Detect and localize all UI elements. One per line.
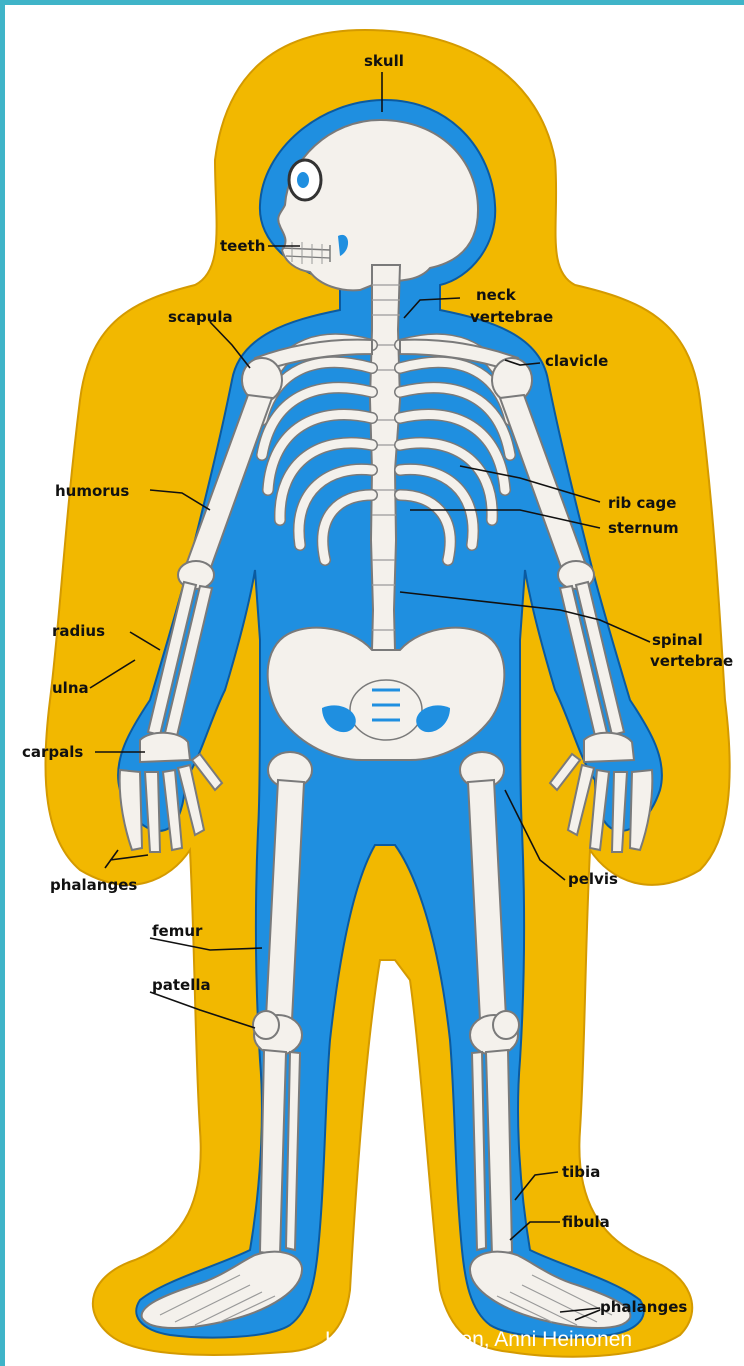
- label-ulna: ulna: [52, 679, 89, 697]
- credit-authors: Heikki Väänänen, Anni Heinonen: [325, 1328, 632, 1351]
- label-pelvis: pelvis: [568, 870, 618, 888]
- label-phalanges-foot: phalanges: [600, 1298, 687, 1316]
- label-carpals: carpals: [22, 743, 83, 761]
- diagram-panel: skull teeth neck vertebrae scapula clavi…: [5, 5, 744, 1366]
- label-radius: radius: [52, 622, 105, 640]
- label-teeth: teeth: [220, 237, 265, 255]
- credit-organization: Aivovammaliitto: [512, 1356, 659, 1366]
- label-patella: patella: [152, 976, 211, 994]
- label-humorus: humorus: [55, 482, 129, 500]
- label-phalanges-hand: phalanges: [50, 876, 137, 894]
- label-neck-vertebrae-line1: neck: [476, 286, 517, 304]
- label-neck-vertebrae-line2: vertebrae: [470, 308, 553, 326]
- label-rib-cage: rib cage: [608, 494, 676, 512]
- spine-bone: [370, 265, 400, 650]
- label-sternum: sternum: [608, 519, 679, 537]
- label-spinal-vertebrae-line2: vertebrae: [650, 652, 733, 670]
- label-clavicle: clavicle: [545, 352, 608, 370]
- skeleton-diagram: skull teeth neck vertebrae scapula clavi…: [5, 5, 744, 1366]
- label-fibula: fibula: [562, 1213, 610, 1231]
- label-spinal-vertebrae-line1: spinal: [652, 631, 703, 649]
- label-scapula: scapula: [168, 308, 233, 326]
- label-skull: skull: [364, 52, 404, 70]
- label-femur: femur: [152, 922, 203, 940]
- label-tibia: tibia: [562, 1163, 600, 1181]
